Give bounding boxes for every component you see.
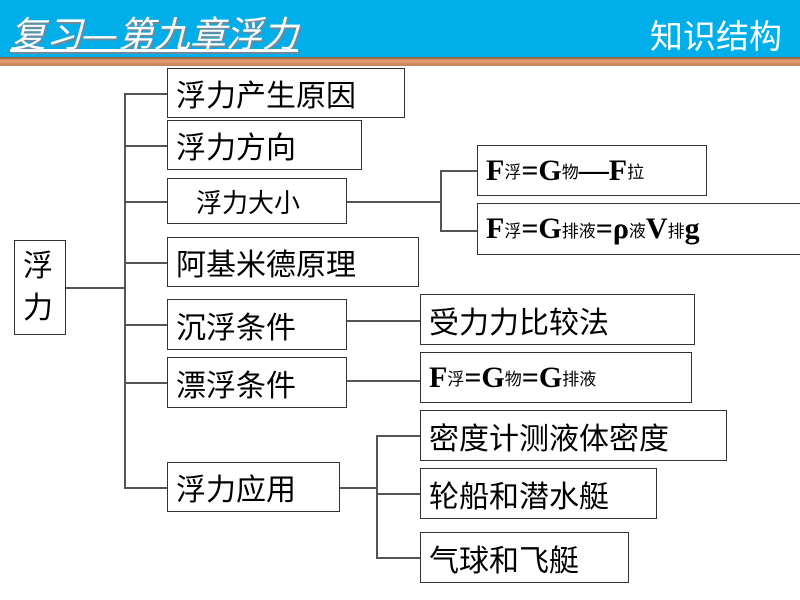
- node-archimedes: 阿基米德原理: [167, 237, 419, 287]
- connector: [376, 435, 378, 558]
- header-stripe: [0, 57, 800, 66]
- connector: [124, 201, 167, 203]
- connector: [376, 435, 420, 437]
- connector: [340, 487, 376, 489]
- connector: [66, 287, 124, 289]
- root-node: 浮力: [14, 240, 66, 335]
- connector: [124, 324, 167, 326]
- node-cause: 浮力产生原因: [167, 68, 405, 118]
- section-title: 知识结构: [650, 17, 782, 56]
- leaf-ship-submarine: 轮船和潜水艇: [420, 468, 657, 519]
- node-application: 浮力应用: [167, 462, 340, 512]
- connector: [347, 380, 420, 382]
- connector: [124, 487, 167, 489]
- connector: [376, 493, 420, 495]
- leaf-balloon-airship: 气球和飞艇: [420, 532, 629, 583]
- node-sink-float: 沉浮条件: [167, 299, 347, 350]
- node-direction: 浮力方向: [167, 120, 362, 170]
- node-magnitude: 浮力大小: [167, 178, 347, 224]
- header-bar: [0, 0, 800, 57]
- slide-title: 复习—第九章浮力: [10, 15, 299, 56]
- leaf-hydrometer: 密度计测液体密度: [420, 410, 727, 461]
- node-floating: 漂浮条件: [167, 357, 347, 408]
- connector: [440, 230, 477, 232]
- connector: [124, 93, 126, 488]
- connector: [440, 170, 442, 230]
- connector: [124, 93, 167, 95]
- leaf-method: 受力力比较法: [420, 294, 695, 345]
- connector: [347, 320, 420, 322]
- connector: [440, 170, 477, 172]
- connector: [376, 557, 420, 559]
- connector: [124, 145, 167, 147]
- connector: [124, 382, 167, 384]
- connector: [347, 201, 440, 203]
- connector: [124, 262, 167, 264]
